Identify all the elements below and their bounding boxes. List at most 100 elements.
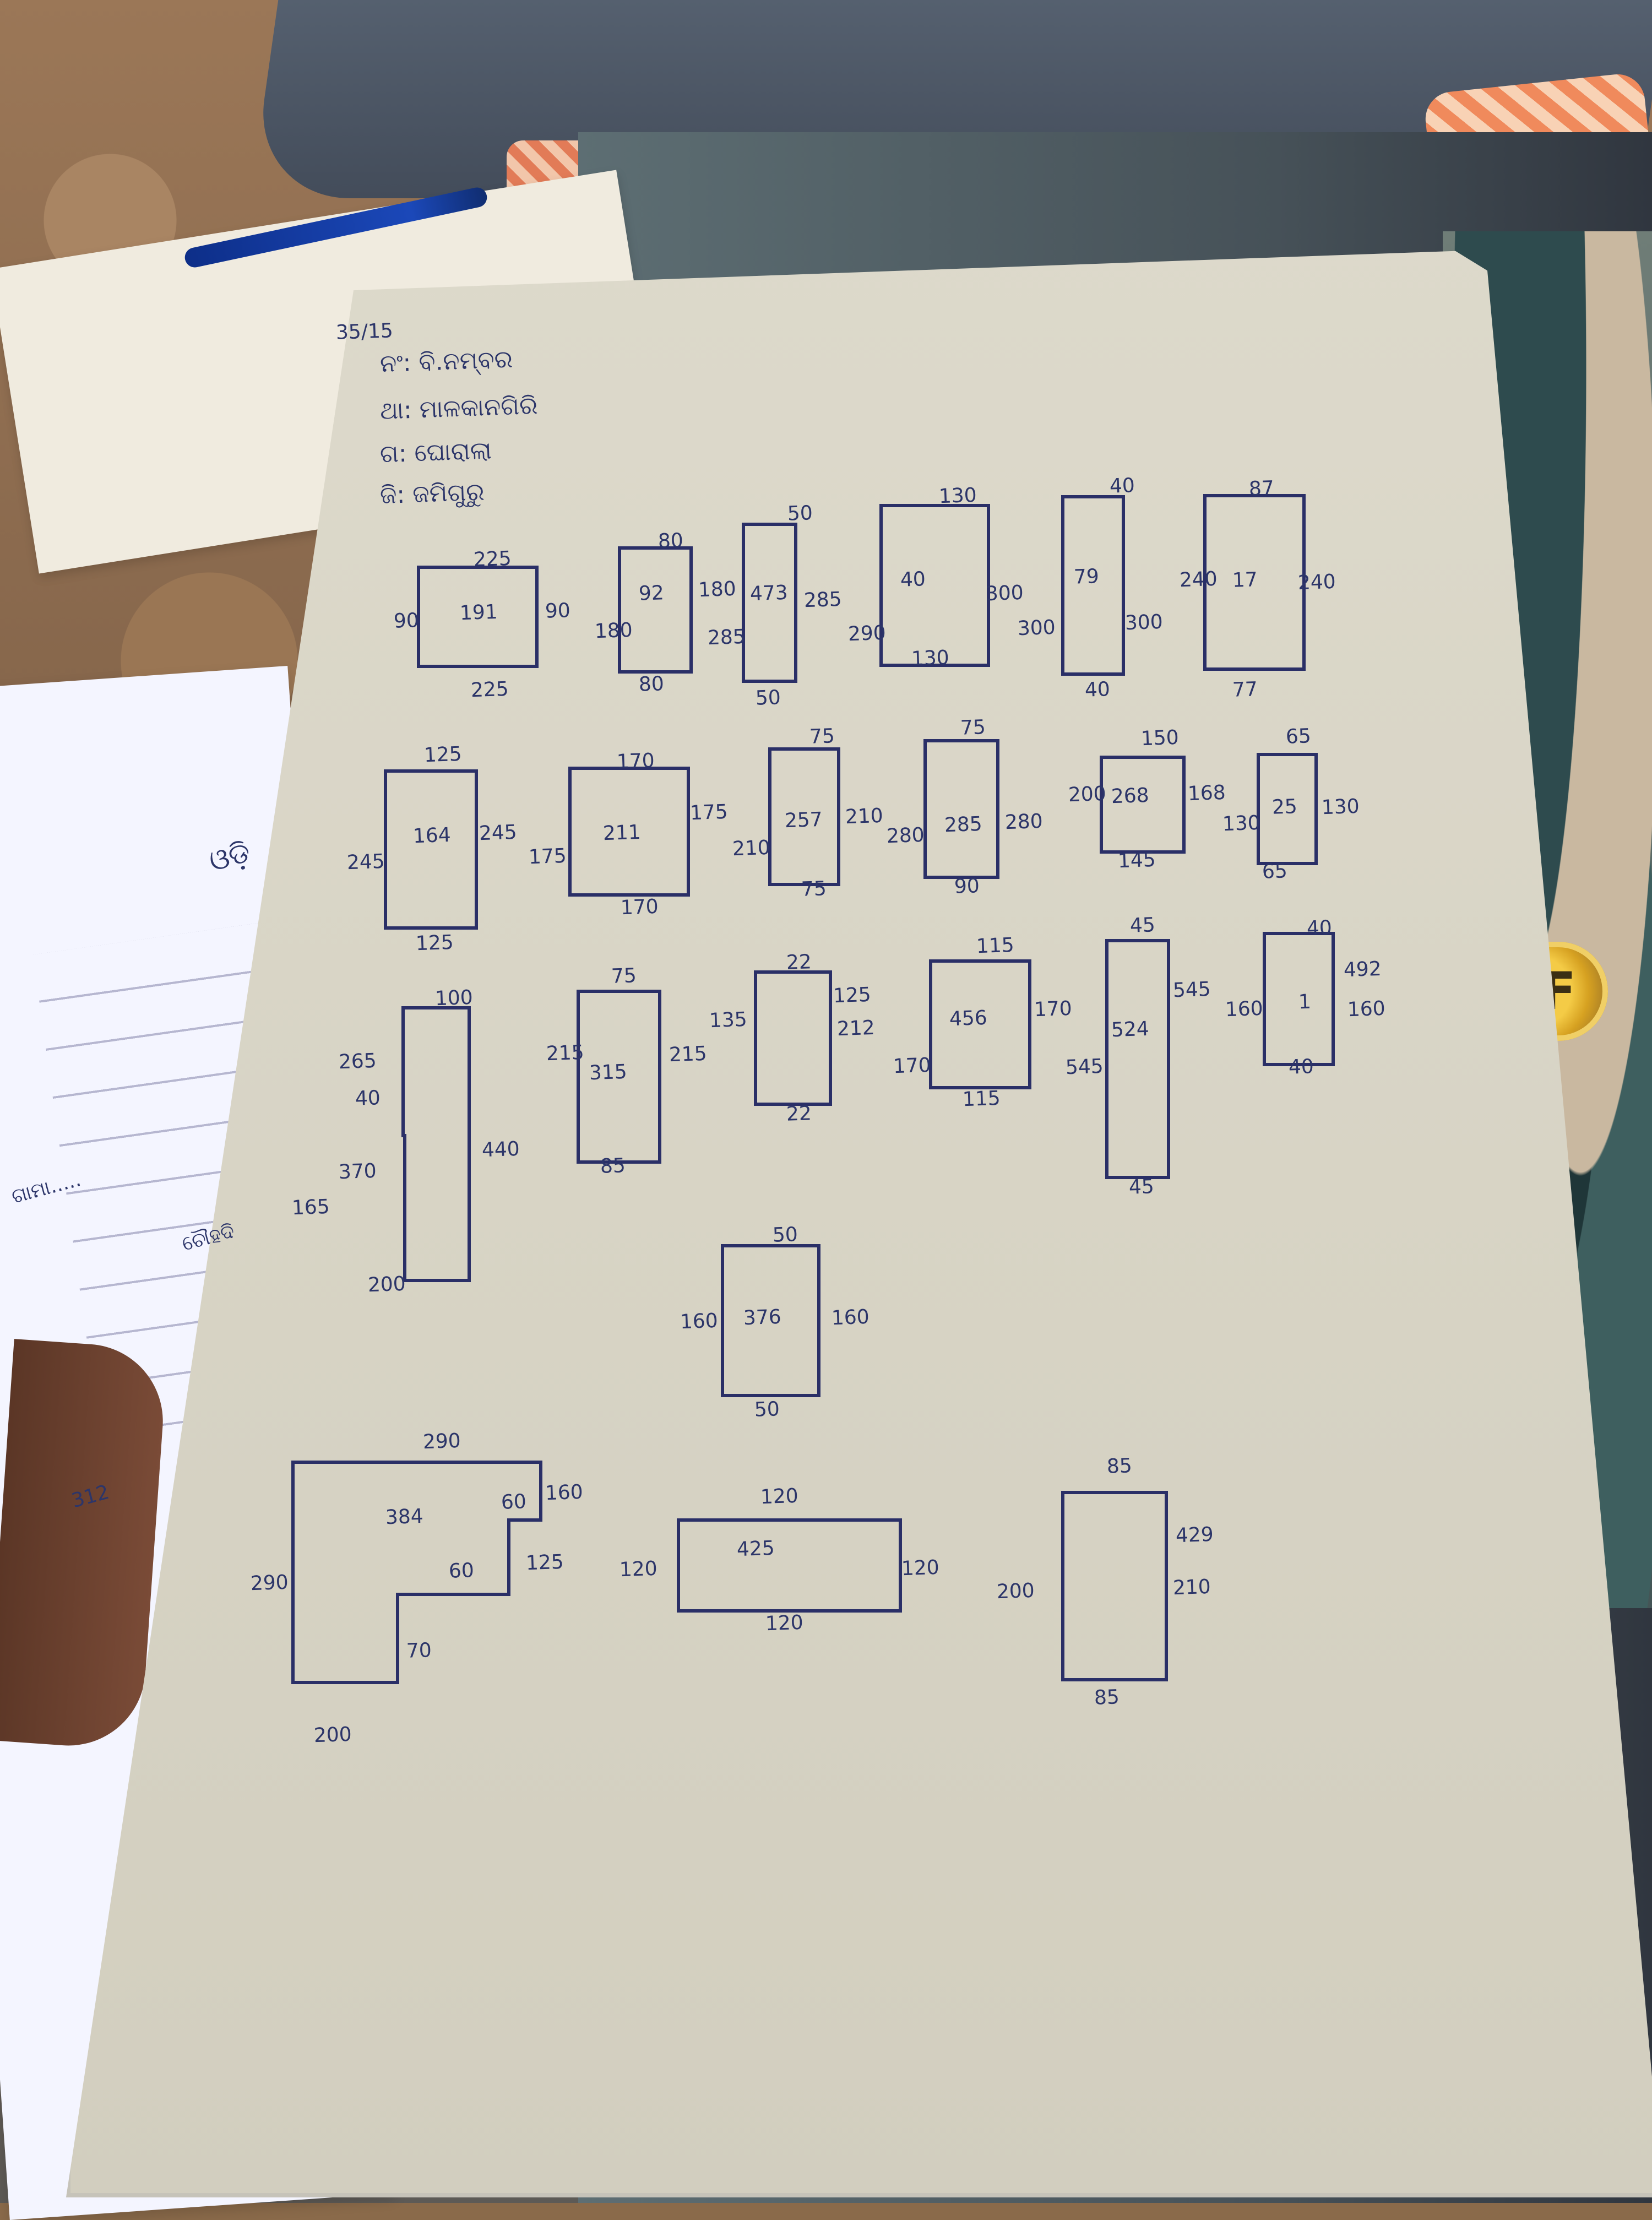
plot-top-length: 290 [422, 1429, 461, 1454]
plot-370-shape [401, 1006, 471, 1282]
plot-id: 17 [1232, 568, 1258, 592]
plot-left-length: 160 [1225, 997, 1264, 1022]
plot-bottom-length: 80 [638, 672, 665, 696]
plot-id: 1 [1298, 990, 1312, 1014]
plot-top-length: 40 [1306, 916, 1333, 940]
plot-bottom-length: 90 [954, 875, 980, 898]
plot-left-length: 170 [893, 1054, 932, 1078]
plot-id: 25 [1271, 795, 1298, 819]
plot-25-shape [1257, 753, 1318, 865]
plot-right-length: 300 [1124, 610, 1164, 635]
plot-17-shape [1203, 494, 1306, 671]
plot-top-length: 80 [657, 529, 684, 553]
plot-376-shape [721, 1244, 820, 1397]
plot-left-length: 210 [732, 836, 771, 861]
plot-bottom-length: 75 [801, 877, 827, 901]
plot-79-shape [1061, 495, 1125, 676]
plot-top-length: 85 [1106, 1454, 1133, 1478]
plot-unlabeled-note: 212 [836, 1016, 876, 1041]
plot-top-length: 75 [611, 964, 637, 988]
plot-left-length: 245 [346, 850, 385, 875]
plot-top-length: 22 [786, 951, 812, 974]
plot-right-length: 545 [1172, 978, 1211, 1002]
plot-right-length: 245 [479, 821, 518, 845]
plot-bottom-length: 200 [367, 1272, 406, 1297]
plot-384-notch-3: 70 [406, 1639, 432, 1663]
plot-top-length: 50 [772, 1223, 798, 1247]
plot-370-inner-side: 40 [355, 1087, 381, 1110]
plot-id: 370 [338, 1159, 377, 1184]
plot-right-length: 440 [481, 1137, 520, 1162]
plot-bottom-length: 40 [1288, 1055, 1314, 1079]
plot-211-shape [568, 767, 690, 897]
plot-left-length: 200 [1068, 782, 1107, 807]
plot-bottom-length: 115 [962, 1087, 1001, 1111]
board-shading [66, 251, 1652, 2197]
plot-id: 40 [900, 568, 926, 591]
plot-right-length: 90 [545, 599, 571, 623]
plot-1-shape [1263, 932, 1335, 1066]
plot-left-length: 130 [1222, 811, 1261, 836]
plot-top-length: 40 [1109, 474, 1135, 498]
plot-right-length: 170 [1034, 997, 1073, 1022]
plot-right-length: 180 [698, 577, 737, 602]
plot-left-length: 175 [528, 844, 567, 869]
plot-370-inner-top: 265 [338, 1049, 377, 1074]
plot-left-length: 545 [1065, 1055, 1104, 1079]
plot-left-length: 290 [250, 1571, 289, 1595]
plot-top-length: 120 [760, 1484, 799, 1509]
plot-right-length: 160 [831, 1305, 870, 1330]
plot-bottom-length: 145 [1117, 848, 1156, 873]
plot-left-length: 120 [619, 1557, 658, 1582]
plot-id: 92 [638, 582, 665, 605]
plot-top-length: 87 [1248, 477, 1275, 501]
plot-384-notch-1: 60 [501, 1490, 527, 1514]
plot-bottom-length: 22 [786, 1102, 812, 1126]
plot-id: 384 [385, 1505, 424, 1529]
plot-left-length: 200 [996, 1579, 1035, 1604]
plot-left-length: 160 [680, 1309, 719, 1334]
plot-top-length: 150 [1140, 726, 1180, 751]
plot-left-length: 180 [594, 618, 633, 643]
plot-456-shape [929, 959, 1031, 1089]
plot-id: 79 [1073, 565, 1100, 589]
plot-left-length: 300 [1017, 616, 1056, 641]
plot-last-note: 429 [1175, 1523, 1214, 1548]
plot-top-length: 115 [976, 933, 1015, 958]
plot-right-length: 120 [901, 1556, 940, 1581]
plot-right-length: 285 [803, 588, 843, 612]
plot-bottom-length: 170 [620, 895, 659, 920]
plot-right-length: 210 [845, 804, 884, 829]
plot-id: 473 [749, 581, 789, 606]
plot-id: 425 [736, 1537, 775, 1561]
plot-bottom-length: 125 [415, 931, 454, 956]
plot-bottom-length: 120 [765, 1611, 804, 1636]
plot-right-length: 210 [1172, 1575, 1211, 1600]
plot-right-length: 160 [1347, 997, 1386, 1022]
notebook-board [66, 251, 1652, 2197]
plot-285-shape [923, 739, 999, 879]
plot-bottom-length: 50 [754, 1398, 780, 1421]
plot-left-length: 240 [1179, 567, 1218, 592]
plot-right-length: 240 [1297, 570, 1336, 595]
plot-id: 211 [602, 821, 642, 845]
plot-bottom-length: 85 [1094, 1686, 1120, 1709]
plot-384-notch-2: 60 [448, 1559, 475, 1583]
plot-top-length: 45 [1129, 914, 1156, 937]
plot-315-shape [577, 990, 661, 1164]
plot-right-length: 175 [689, 800, 729, 825]
plot-92-shape [618, 546, 693, 674]
plot-524-shape [1105, 939, 1170, 1179]
plot-top-length: 50 [787, 502, 813, 525]
plot-right-length: 300 [985, 581, 1024, 606]
plot-bottom-length: 225 [470, 677, 509, 702]
plot-id: 315 [589, 1060, 628, 1085]
plot-top-length: 75 [960, 716, 986, 740]
plot-left-length: 135 [709, 1008, 748, 1033]
plot-191-shape [417, 566, 539, 668]
plot-id: 268 [1111, 784, 1150, 808]
plot-257-shape [768, 747, 840, 886]
plot-id: 191 [459, 600, 498, 625]
